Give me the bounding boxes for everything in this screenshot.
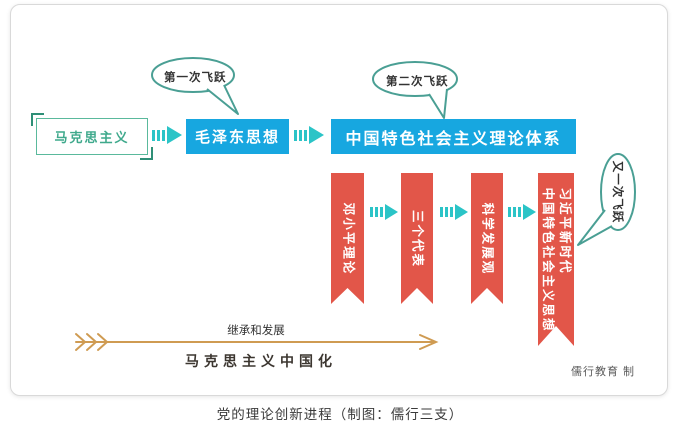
speech-bubble-another-icon [577,153,636,246]
banner-three-represents: 三个代表 [401,173,433,304]
banner-scientific-outlook: 科学发展观 [471,173,503,304]
banner-scientific-outlook-label: 科学发展观 [480,202,495,275]
flow-arrow-icon [440,204,468,220]
banner-xi-thought-label: 习近平新时代 中国特色社会主义思想 [539,187,573,332]
timeline-label-inherit: 继承和发展 [227,325,285,337]
box-theory-system: 中国特色社会主义理论体系 [331,119,576,154]
box-theory-system-label: 中国特色社会主义理论体系 [345,130,562,148]
watermark-text: 儒行教育 制 [571,366,636,378]
flow-arrow-icon [508,204,536,220]
corner-bracket-icon [140,147,153,160]
box-marxism-label: 马克思主义 [54,130,130,145]
speech-bubble-second-icon [372,61,458,119]
bubble-another-label: 又一次飞跃 [611,160,623,224]
banner-xi-thought-line1: 习近平新时代 [557,186,572,275]
bubble-first-label: 第一次飞跃 [164,72,227,84]
banner-xi-thought-line2: 中国特色社会主义思想 [541,186,555,333]
banner-three-represents-label: 三个代表 [410,209,425,268]
flow-arrow-icon [152,126,182,144]
bubble-second-label: 第二次飞跃 [386,76,449,88]
banner-xi-thought: 习近平新时代 中国特色社会主义思想 [538,173,574,346]
speech-bubble-first-icon [151,57,239,115]
box-mao-thought: 毛泽东思想 [186,119,289,154]
flow-arrow-icon [294,126,324,144]
diagram-caption: 党的理论创新进程（制图：儒行三支） [216,407,464,422]
timeline-label-sinicization: 马克思主义中国化 [185,355,337,370]
box-marxism: 马克思主义 [31,113,153,160]
diagram-card: 马克思主义 毛泽东思想 中国特色社会主义理论体系 第一次飞跃 第二次飞跃 又一次… [10,4,668,396]
banner-deng-theory-label: 邓小平理论 [340,202,355,275]
banner-deng-theory: 邓小平理论 [331,173,364,304]
box-mao-label: 毛泽东思想 [194,129,280,146]
corner-bracket-icon [31,113,44,126]
flow-arrow-icon [370,204,398,220]
